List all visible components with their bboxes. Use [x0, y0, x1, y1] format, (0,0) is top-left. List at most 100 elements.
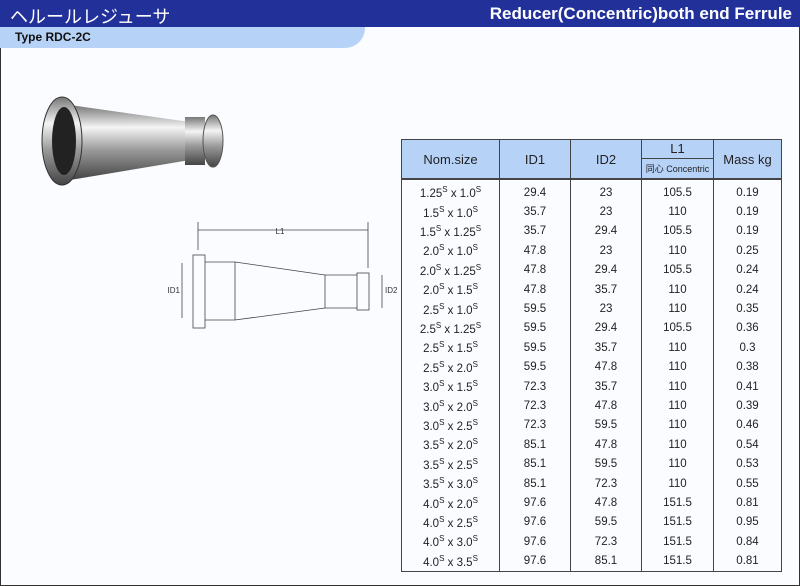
table-row: 2.0S x 1.0S 47.8 23 110 0.25	[401, 241, 782, 261]
table-row: 2.5S x 2.0S 59.5 47.8 110 0.38	[401, 357, 782, 377]
l1-cell: 110	[641, 357, 714, 377]
l1-cell: 105.5	[641, 221, 714, 242]
id2-cell: 23	[570, 299, 642, 319]
table-row: 3.0S x 1.5S 72.3 35.7 110 0.41	[401, 376, 782, 397]
id2-cell: 59.5	[570, 415, 642, 436]
table-row: 4.0S x 3.0S 97.6 72.3 151.5 0.84	[401, 532, 782, 552]
id1-cell: 72.3	[499, 415, 571, 436]
mass-cell: 0.53	[713, 454, 782, 474]
table-row: 1.25S x 1.0S 29.4 23 105.5 0.19	[401, 179, 782, 203]
nom-size-cell: 4.0S x 3.0S	[401, 532, 500, 552]
id1-cell: 85.1	[499, 435, 571, 455]
l1-cell: 110	[641, 202, 714, 222]
spec-table: Nom.size ID1 ID2 L1 Mass kg 同心 Concentri…	[401, 139, 782, 572]
mass-cell: 0.24	[713, 279, 782, 300]
id2-cell: 59.5	[570, 512, 642, 533]
nom-size-cell: 3.5S x 3.0S	[401, 473, 500, 494]
id1-cell: 35.7	[499, 221, 571, 242]
mass-cell: 0.55	[713, 473, 782, 494]
nom-size-cell: 4.0S x 3.5S	[401, 551, 500, 572]
nom-size-cell: 3.0S x 1.5S	[401, 376, 500, 397]
id2-cell: 47.8	[570, 435, 642, 455]
id2-label: ID2	[385, 286, 398, 295]
id1-cell: 97.6	[499, 551, 571, 572]
l1-cell: 110	[641, 299, 714, 319]
id1-cell: 59.5	[499, 318, 571, 339]
mass-cell: 0.39	[713, 396, 782, 416]
table-row: 3.5S x 3.0S 85.1 72.3 110 0.55	[401, 473, 782, 494]
id1-cell: 59.5	[499, 299, 571, 319]
mass-cell: 0.35	[713, 299, 782, 319]
l1-cell: 110	[641, 415, 714, 436]
mass-cell: 0.3	[713, 338, 782, 358]
nom-size-cell: 1.5S x 1.0S	[401, 202, 500, 222]
nom-size-cell: 2.5S x 1.5S	[401, 338, 500, 358]
col-nom-size: Nom.size	[401, 139, 500, 180]
type-bar: Type RDC-2C	[0, 27, 365, 48]
table-row: 1.5S x 1.0S 35.7 23 110 0.19	[401, 202, 782, 222]
col-id1: ID1	[499, 139, 571, 180]
table-row: 3.5S x 2.5S 85.1 59.5 110 0.53	[401, 454, 782, 474]
mass-cell: 0.24	[713, 260, 782, 280]
table-row: 4.0S x 2.0S 97.6 47.8 151.5 0.81	[401, 493, 782, 513]
mass-cell: 0.19	[713, 202, 782, 222]
table-row: 4.0S x 3.5S 97.6 85.1 151.5 0.81	[401, 551, 782, 572]
mass-cell: 0.19	[713, 179, 782, 203]
id2-cell: 29.4	[570, 260, 642, 280]
mass-cell: 0.19	[713, 221, 782, 242]
id1-cell: 47.8	[499, 260, 571, 280]
mass-cell: 0.41	[713, 376, 782, 397]
id2-cell: 23	[570, 202, 642, 222]
id2-cell: 85.1	[570, 551, 642, 572]
title-en: Reducer(Concentric)both end Ferrule	[489, 4, 792, 23]
l1-cell: 110	[641, 241, 714, 261]
nom-size-cell: 2.0S x 1.25S	[401, 260, 500, 280]
mass-cell: 0.38	[713, 357, 782, 377]
id2-cell: 23	[570, 241, 642, 261]
title-jp: ヘルールレジューサ	[10, 7, 171, 28]
id2-cell: 47.8	[570, 493, 642, 513]
mass-cell: 0.81	[713, 551, 782, 572]
nom-size-cell: 3.5S x 2.0S	[401, 435, 500, 455]
id1-cell: 35.7	[499, 202, 571, 222]
l1-cell: 105.5	[641, 260, 714, 280]
nom-size-cell: 2.5S x 1.0S	[401, 299, 500, 319]
id2-cell: 29.4	[570, 221, 642, 242]
id2-cell: 72.3	[570, 473, 642, 494]
table-row: 4.0S x 2.5S 97.6 59.5 151.5 0.95	[401, 512, 782, 533]
id2-cell: 47.8	[570, 357, 642, 377]
l1-cell: 151.5	[641, 532, 714, 552]
id1-cell: 97.6	[499, 512, 571, 533]
id1-cell: 97.6	[499, 493, 571, 513]
id1-cell: 85.1	[499, 454, 571, 474]
nom-size-cell: 3.0S x 2.0S	[401, 396, 500, 416]
mass-cell: 0.36	[713, 318, 782, 339]
l1-cell: 110	[641, 396, 714, 416]
id1-cell: 72.3	[499, 376, 571, 397]
id2-cell: 23	[570, 179, 642, 203]
id2-cell: 35.7	[570, 338, 642, 358]
type-label: Type RDC-2C	[15, 30, 91, 44]
l1-cell: 110	[641, 454, 714, 474]
table-row: 2.5S x 1.5S 59.5 35.7 110 0.3	[401, 338, 782, 358]
id1-cell: 97.6	[499, 532, 571, 552]
col-l1-concentric: 同心 Concentric	[641, 157, 714, 180]
l1-cell: 110	[641, 376, 714, 397]
mass-cell: 0.84	[713, 532, 782, 552]
table-row: 2.5S x 1.25S 59.5 29.4 105.5 0.36	[401, 318, 782, 339]
l1-cell: 110	[641, 279, 714, 300]
id2-cell: 29.4	[570, 318, 642, 339]
id1-cell: 59.5	[499, 338, 571, 358]
id2-cell: 59.5	[570, 454, 642, 474]
table-row: 3.5S x 2.0S 85.1 47.8 110 0.54	[401, 435, 782, 455]
id2-cell: 47.8	[570, 396, 642, 416]
id1-label: ID1	[168, 286, 181, 295]
id1-cell: 47.8	[499, 241, 571, 261]
mass-cell: 0.54	[713, 435, 782, 455]
nom-size-cell: 3.5S x 2.5S	[401, 454, 500, 474]
l1-cell: 110	[641, 473, 714, 494]
nom-size-cell: 2.5S x 1.25S	[401, 318, 500, 339]
id1-cell: 59.5	[499, 357, 571, 377]
col-id2: ID2	[570, 139, 642, 180]
